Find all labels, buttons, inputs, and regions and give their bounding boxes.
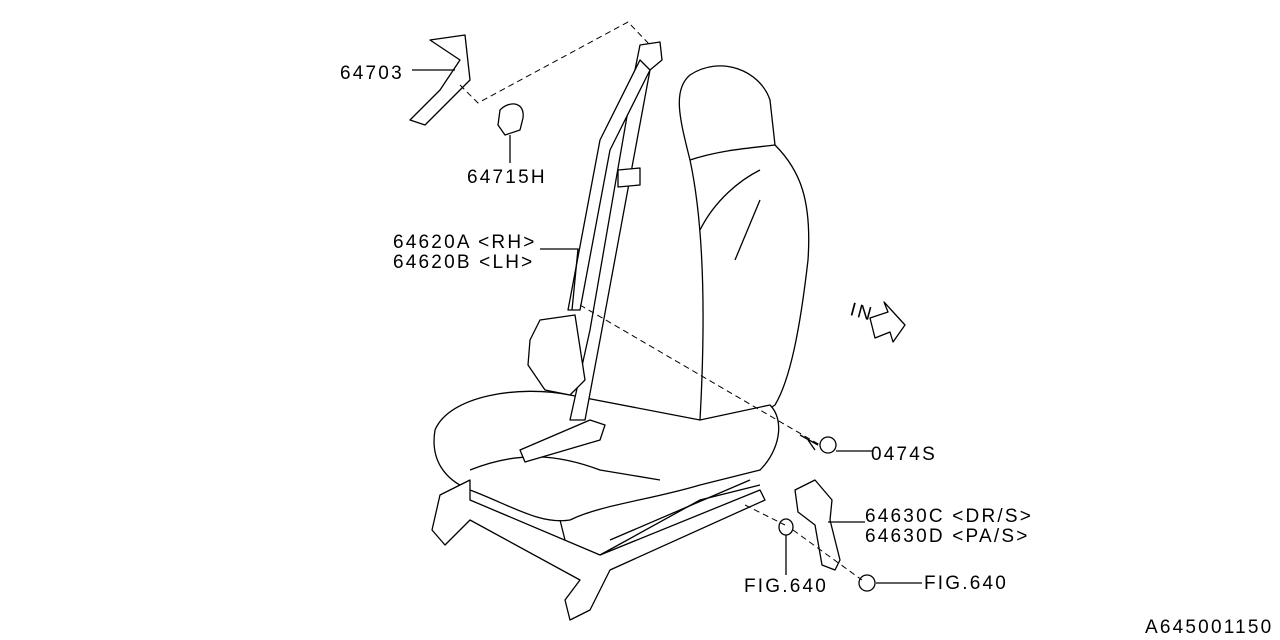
part-label-64630d[interactable]: 64630D <PA/S>	[865, 526, 1030, 547]
fig-ref-right[interactable]: FIG.640	[924, 573, 1008, 594]
part-label-64703[interactable]: 64703	[340, 63, 404, 84]
in-direction-arrow-icon	[869, 301, 906, 343]
part-label-64620b[interactable]: 64620B <LH>	[393, 252, 534, 273]
part-label-0474s[interactable]: 0474S	[871, 444, 937, 465]
part-label-64620a[interactable]: 64620A <RH>	[393, 232, 537, 253]
part-label-64715h[interactable]: 64715H	[467, 167, 547, 188]
seat-drawing	[431, 65, 810, 621]
part-label-64630c[interactable]: 64630C <DR/S>	[865, 506, 1033, 527]
fig-ref-left[interactable]: FIG.640	[744, 576, 828, 597]
drawing-id: A645001150	[1145, 617, 1273, 638]
